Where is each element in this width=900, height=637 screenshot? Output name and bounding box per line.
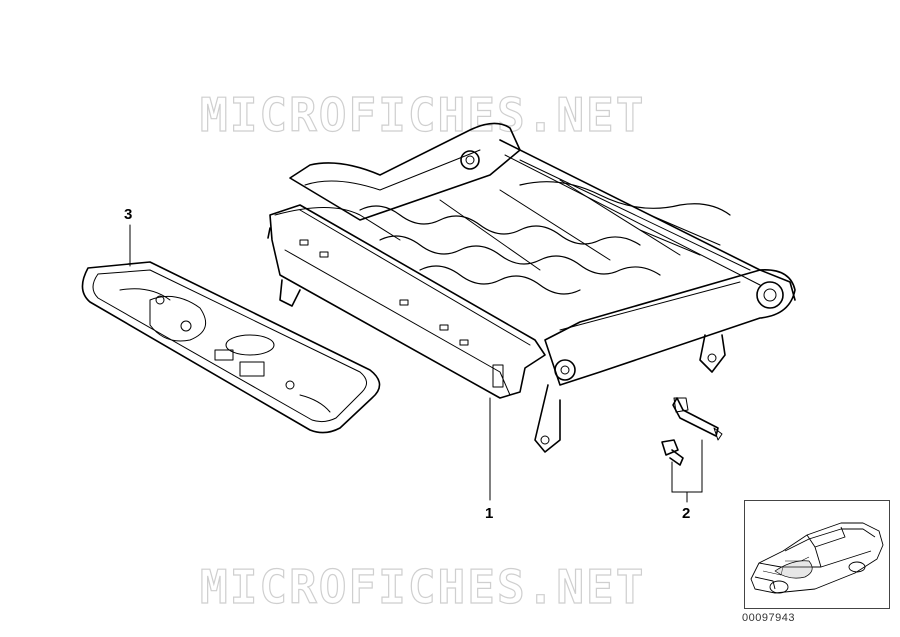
callout-part-2: 2 [682,505,691,522]
trim-panel-part-3 [81,261,381,434]
car-sedan-icon [750,522,884,594]
diagram-code: 00097943 [742,612,795,624]
watermark-bottom: MICROFICHES.NET [199,559,646,614]
seat-frame-part-1 [267,122,796,453]
callout-part-1: 1 [485,505,494,522]
bolts-part-2 [661,397,723,466]
car-thumbnail [744,500,890,609]
watermark-top: MICROFICHES.NET [199,87,646,142]
callout-part-3: 3 [124,206,133,223]
